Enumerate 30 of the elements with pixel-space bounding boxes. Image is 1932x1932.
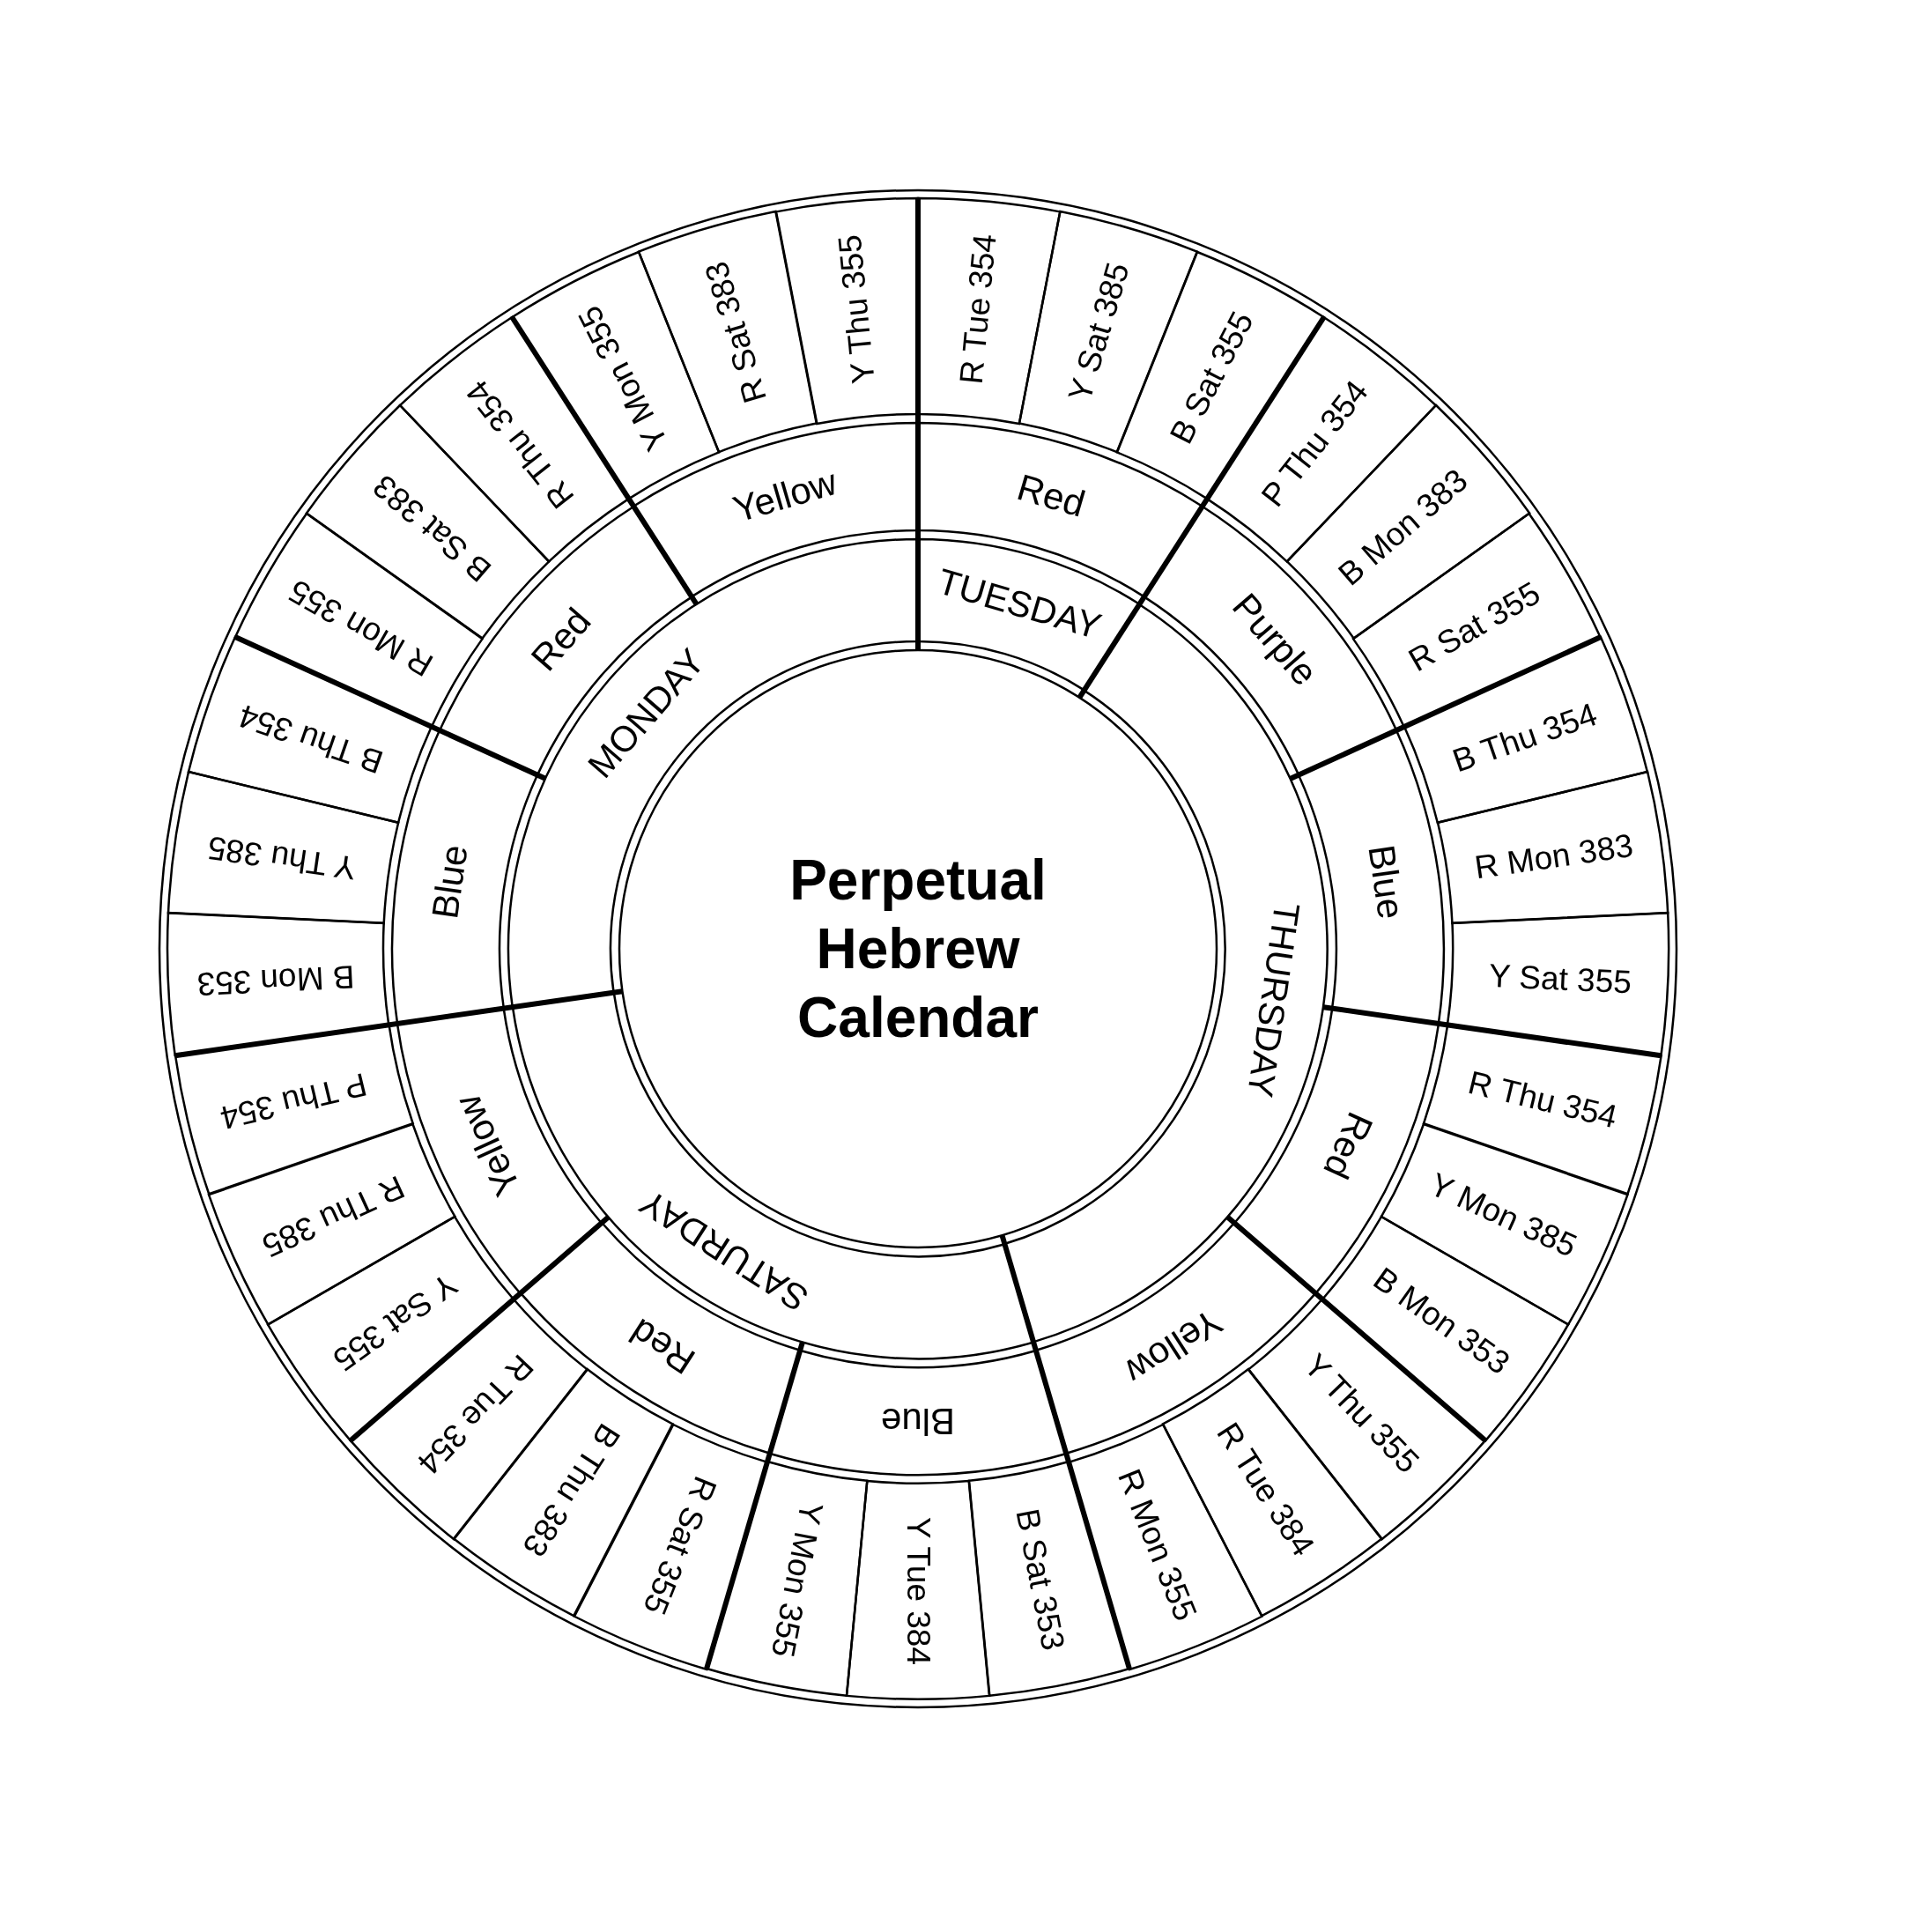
day-name: THURSDAY [1239,899,1307,1100]
year-entry: B Mon 353 [196,958,356,1002]
entry-sector [165,910,392,1059]
year-entry: R Thu 385 [256,1167,411,1264]
group-name: Blue [1359,841,1411,922]
year-entry: Y Mon 355 [764,1499,829,1661]
year-entry: R Mon 383 [1472,828,1636,887]
year-entry: R Tue 354 [953,232,1004,386]
year-entry: B Thu 354 [233,697,388,781]
year-entry: R Thu 354 [1464,1064,1621,1136]
year-entry: Y Sat 385 [1062,258,1136,406]
group-name: Red [623,1310,703,1382]
year-entry: Y Sat 355 [1487,958,1632,1001]
year-entry: Y Mon 355 [571,300,676,456]
group-name: Yellow [728,461,841,530]
group-name: Yellow [448,1088,529,1202]
year-entry: Y Thu 355 [832,233,882,386]
year-entry: Y Thu 385 [205,829,359,886]
year-entry: R Mon 355 [1110,1464,1203,1626]
year-entry: B Thu 354 [1448,697,1603,781]
year-entry: Y Tue 384 [899,1517,936,1666]
group-name: Red [1314,1106,1381,1185]
group-name: Red [1012,466,1090,525]
year-entry: P Thu 354 [216,1065,371,1136]
wheel-title: Perpetual Hebrew Calendar [788,847,1047,1052]
year-entry: R Sat 383 [699,257,775,407]
group-name: Blue [880,1400,955,1442]
group-name: Blue [425,841,477,922]
year-entry: B Sat 353 [1008,1506,1071,1654]
year-entry: R Sat 355 [635,1471,723,1620]
